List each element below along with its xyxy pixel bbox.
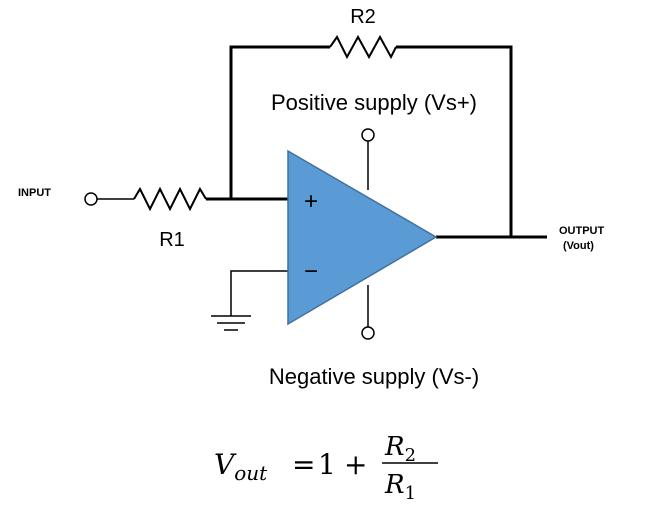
- formula-vout-base: V: [214, 448, 237, 481]
- positive-supply-terminal[interactable]: [361, 128, 375, 142]
- formula-one: 1: [318, 448, 336, 481]
- formula-num-sub: 2: [405, 445, 416, 466]
- resistor-r2: [329, 34, 397, 60]
- svg-text:Vout: Vout: [214, 448, 268, 485]
- ground-icon: [211, 315, 251, 331]
- feedback-wire: [229, 45, 513, 237]
- formula-equals: =: [292, 448, 315, 481]
- output-vout-label: (Vout): [563, 240, 594, 252]
- output-label: OUTPUT: [559, 225, 605, 237]
- ground-wire: [230, 270, 288, 316]
- formula-num-base: R: [384, 432, 405, 462]
- positive-supply-label: Positive supply (Vs+): [271, 90, 477, 115]
- formula-vout-sub: out: [234, 461, 268, 485]
- r1-label: R1: [159, 229, 185, 251]
- formula-den-base: R: [384, 470, 405, 500]
- gain-formula: Vout = 1 + R2 R1: [214, 432, 438, 504]
- negative-supply-label: Negative supply (Vs-): [269, 364, 479, 389]
- input-terminal[interactable]: [84, 192, 98, 206]
- svg-text:R2: R2: [384, 432, 416, 466]
- negative-supply-terminal[interactable]: [361, 326, 375, 340]
- formula-plus: +: [344, 448, 367, 481]
- formula-den-sub: 1: [405, 483, 416, 504]
- minus-sign: −: [304, 258, 318, 285]
- plus-sign: +: [304, 188, 318, 215]
- r2-label: R2: [350, 6, 376, 28]
- input-label: INPUT: [18, 187, 51, 199]
- opamp-triangle: [287, 149, 438, 326]
- svg-text:R1: R1: [384, 470, 416, 504]
- resistor-r1: [133, 186, 207, 212]
